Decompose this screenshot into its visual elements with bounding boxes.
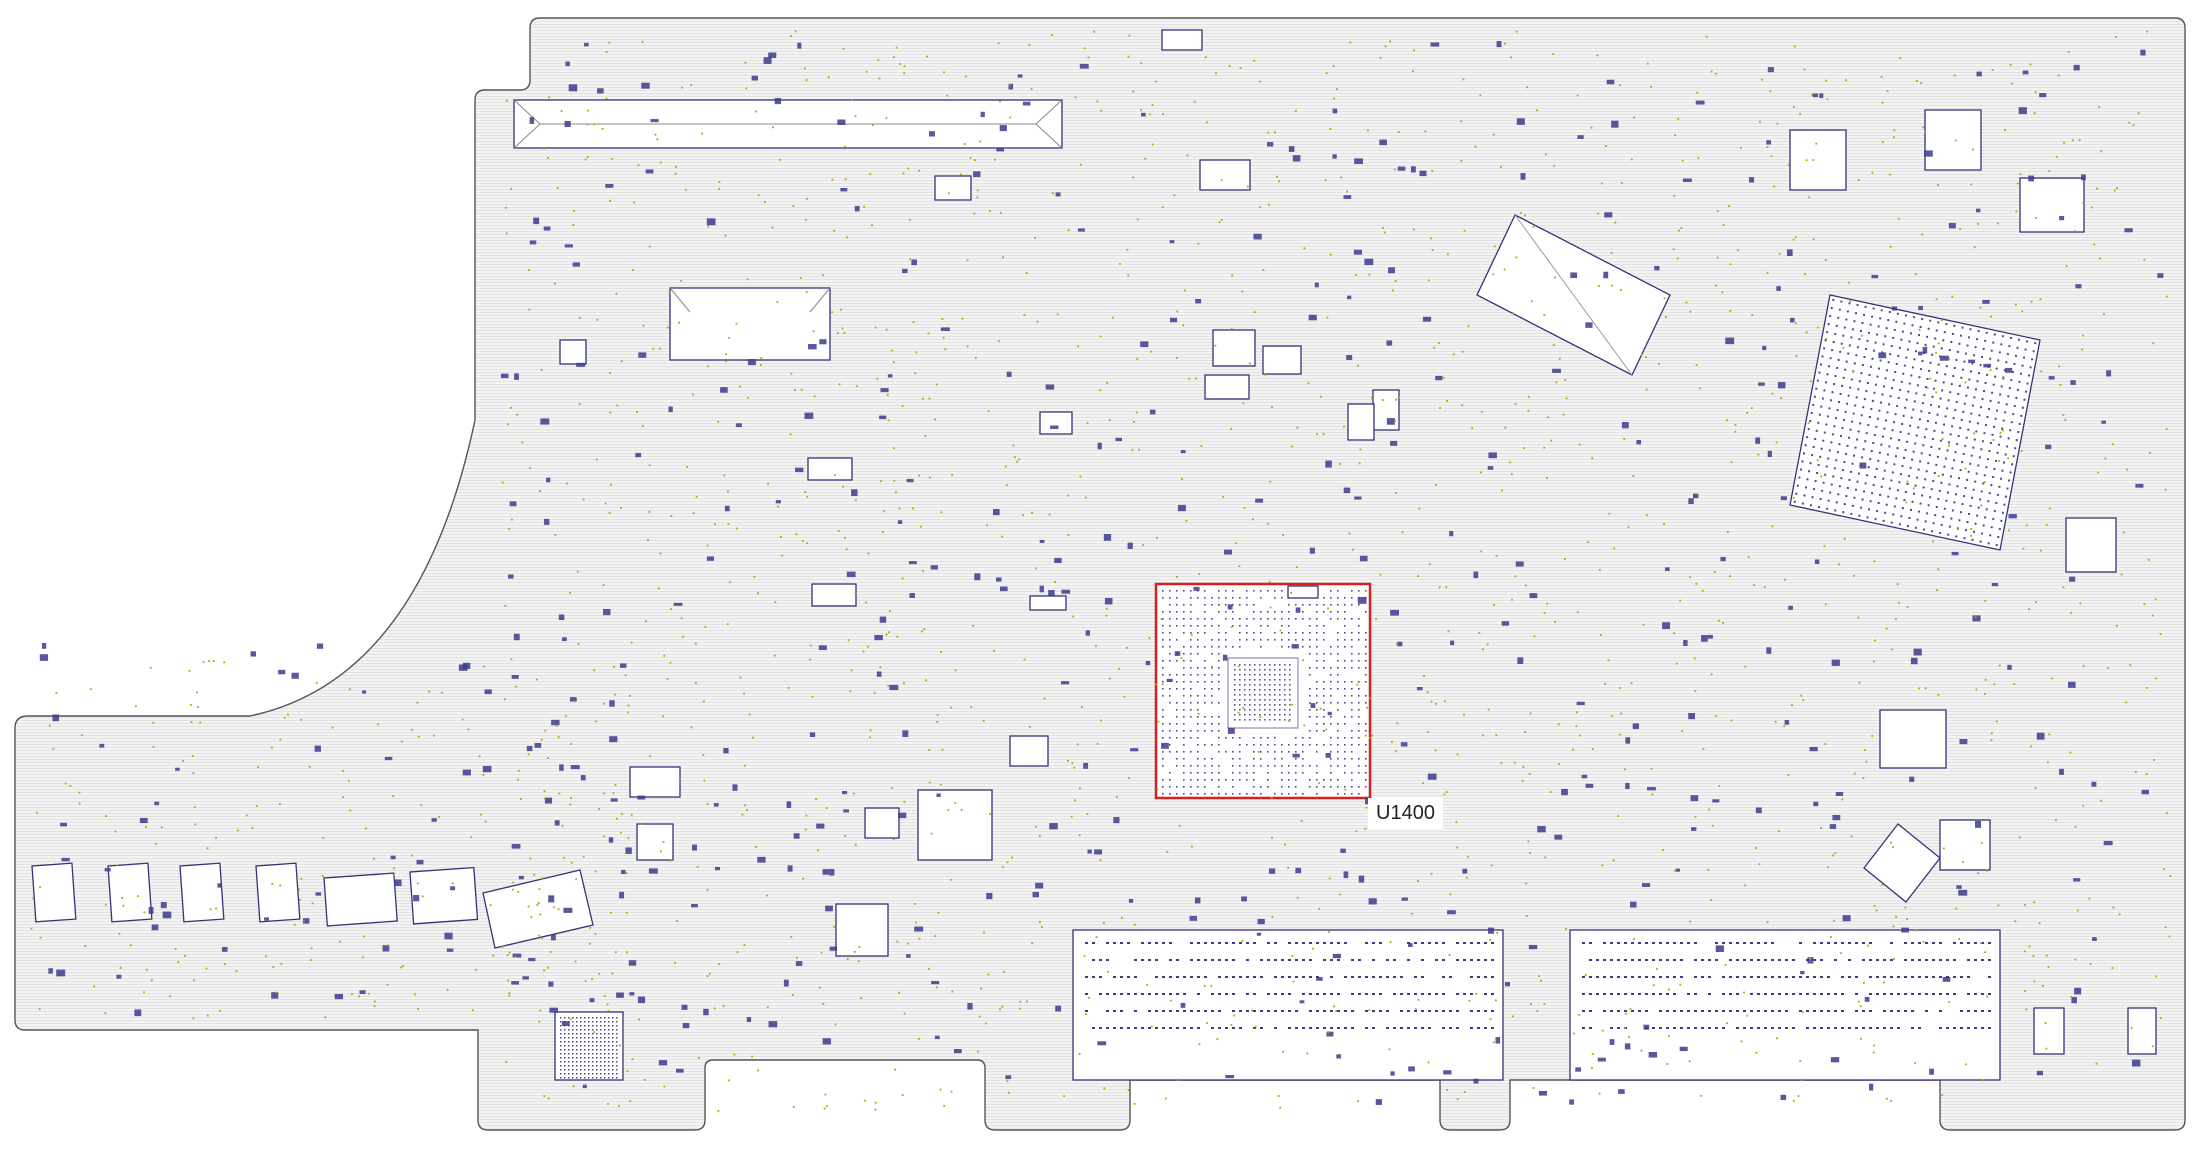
- top-connector: [513, 99, 1063, 149]
- selection-highlight: [1154, 582, 1372, 800]
- memory-slot-2: [1569, 929, 2001, 1081]
- component-block-left: [669, 287, 831, 361]
- component-u1400[interactable]: [1154, 582, 1372, 800]
- selected-component-label: U1400: [1368, 798, 1443, 829]
- rotated-module: [1476, 214, 1671, 376]
- misc-components: [31, 29, 2164, 1105]
- bga-upper-right: [1789, 294, 2041, 551]
- memory-slot-1: [1072, 929, 1504, 1081]
- via-layer: [30, 30, 2172, 1112]
